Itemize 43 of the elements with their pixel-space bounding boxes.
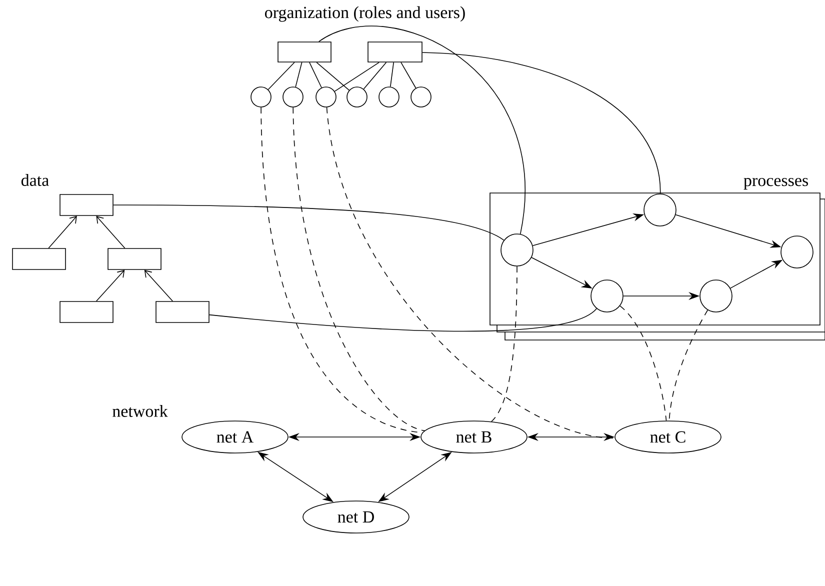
dashed-line [491,266,518,422]
arrow [48,216,77,248]
box [108,248,162,270]
node-label: processes [744,178,808,190]
process-circle [644,194,676,226]
heading: organization (roles and users) [265,6,465,22]
connector [316,62,350,91]
dashed-line [292,107,426,432]
process-circle [590,280,624,312]
connector [295,62,302,88]
connector [318,26,526,234]
connector [113,204,504,241]
circle [378,86,400,108]
heading: network [112,405,168,417]
box [12,248,66,270]
connector [309,62,322,88]
connector [363,62,387,90]
arrow [144,270,174,302]
connector [334,62,380,92]
box [368,42,422,62]
connector [390,62,394,88]
box [60,301,114,323]
connector [209,308,597,332]
dashed-line [620,306,667,421]
circle [346,86,368,108]
dashed-line [326,106,616,438]
connector [422,52,661,194]
dashed-line [668,310,708,421]
arrow [96,270,125,302]
process-circle [700,280,732,312]
connector [268,62,295,90]
circle [410,86,432,108]
circle [316,86,336,108]
circle [282,86,304,108]
process-circle [780,236,814,268]
connector [400,62,416,88]
arrow [96,216,126,248]
box [278,42,332,62]
circle [250,86,272,108]
box [156,301,210,323]
process-circle [500,234,534,266]
heading: data [21,174,49,186]
box [60,194,114,216]
